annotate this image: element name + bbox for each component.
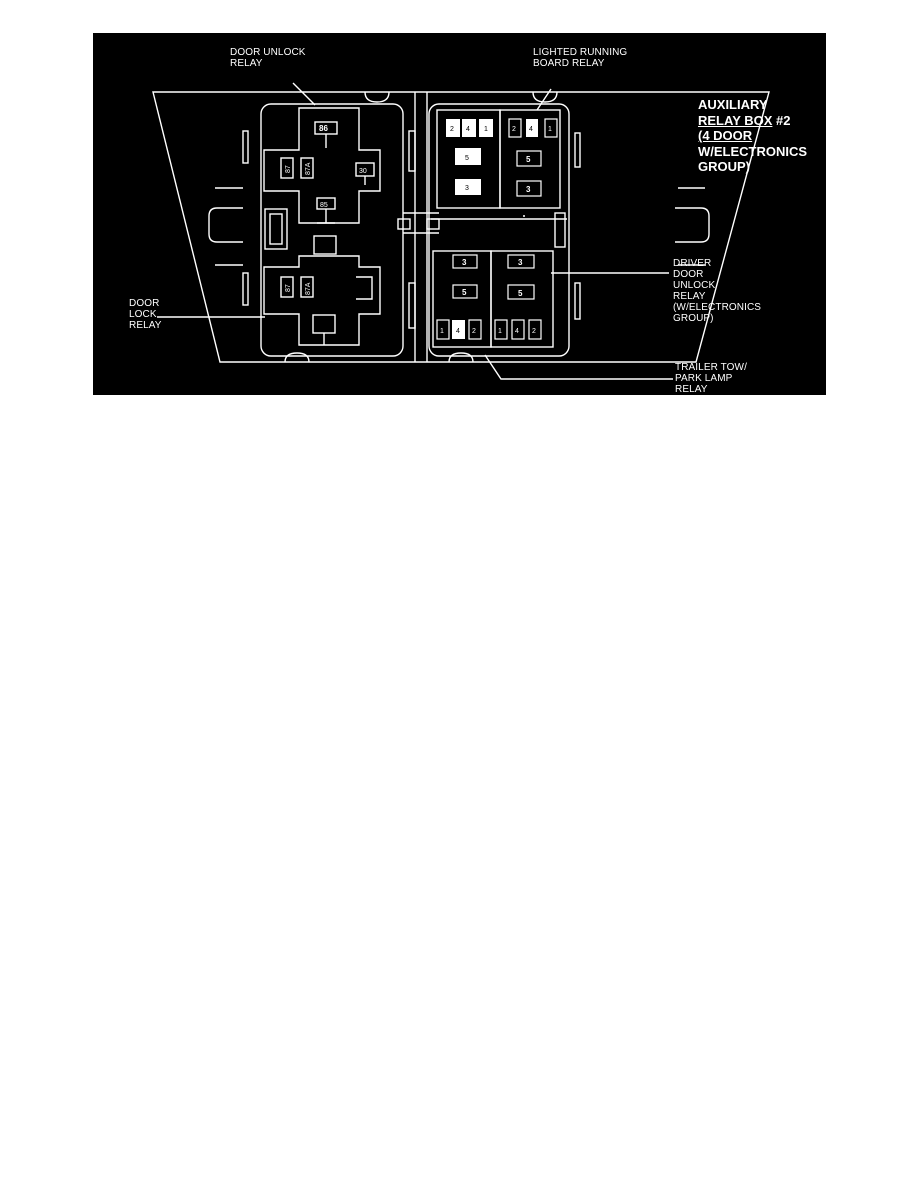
pin-label: 5 [526,155,531,164]
pin-label: 87 [285,284,292,292]
right-module [428,103,570,357]
pin-label: 5 [465,155,469,162]
title-line-2-suffix: #2 [772,112,791,128]
pin-label: 30 [359,168,367,175]
pin-label: 87 [285,165,292,173]
pin-label: 1 [440,328,444,335]
pin-label: 2 [532,328,536,335]
pin-label: 5 [518,289,523,298]
relay-box-title: AUXILIARY RELAY BOX #2 (4 DOOR W/ELECTRO… [698,97,807,175]
door-lock-relay-label: DOOR LOCK RELAY [129,298,162,331]
pin-label: 4 [515,328,519,335]
driver-door-unlock-relay-label: DRIVER DOOR UNLOCK RELAY (W/ELECTRONICS … [673,258,762,324]
pin-label: 4 [456,328,460,335]
pin-label: 1 [484,126,488,133]
title-line-3: (4 DOOR [698,128,753,143]
pin-label: 3 [526,185,531,194]
housing-outline [152,91,770,363]
pin-label: 2 [472,328,476,335]
pin-label: 5 [462,288,467,297]
pin-label: 85 [320,202,328,209]
pin-label: 86 [319,124,328,133]
title-line-2: RELAY BOX [698,112,773,128]
pin-label: 3 [518,258,523,267]
lighted-running-board-relay-label: LIGHTED RUNNING BOARD RELAY [533,47,628,69]
relay-box-diagram: 86 87 87A 30 85 87 87A 2 4 1 5 3 4 4 2 1… [93,33,826,395]
pin-label: 87A [305,162,312,175]
pin-label: 2 [512,126,516,133]
pin-label: 1 [498,328,502,335]
pin-label: 2 [450,126,454,133]
pin-label: 3 [465,185,469,192]
pin-label: 3 [462,258,467,267]
title-line-5: GROUP) [698,159,750,174]
door-unlock-relay-label: DOOR UNLOCK RELAY [230,47,306,69]
title-line-4: W/ELECTRONICS [698,143,808,159]
pin-label: 87A [305,282,312,295]
pin-label: 4 [466,126,470,133]
relay-box-drawing: 86 87 87A 30 85 87 87A 2 4 1 5 3 4 4 2 1… [152,82,770,380]
left-module [260,103,404,357]
pin-label: 4 [529,126,533,133]
pin-label: 1 [548,126,552,133]
trailer-tow-park-lamp-relay-label: TRAILER TOW/ PARK LAMP RELAY [675,362,747,395]
title-line-1: AUXILIARY [698,97,768,112]
